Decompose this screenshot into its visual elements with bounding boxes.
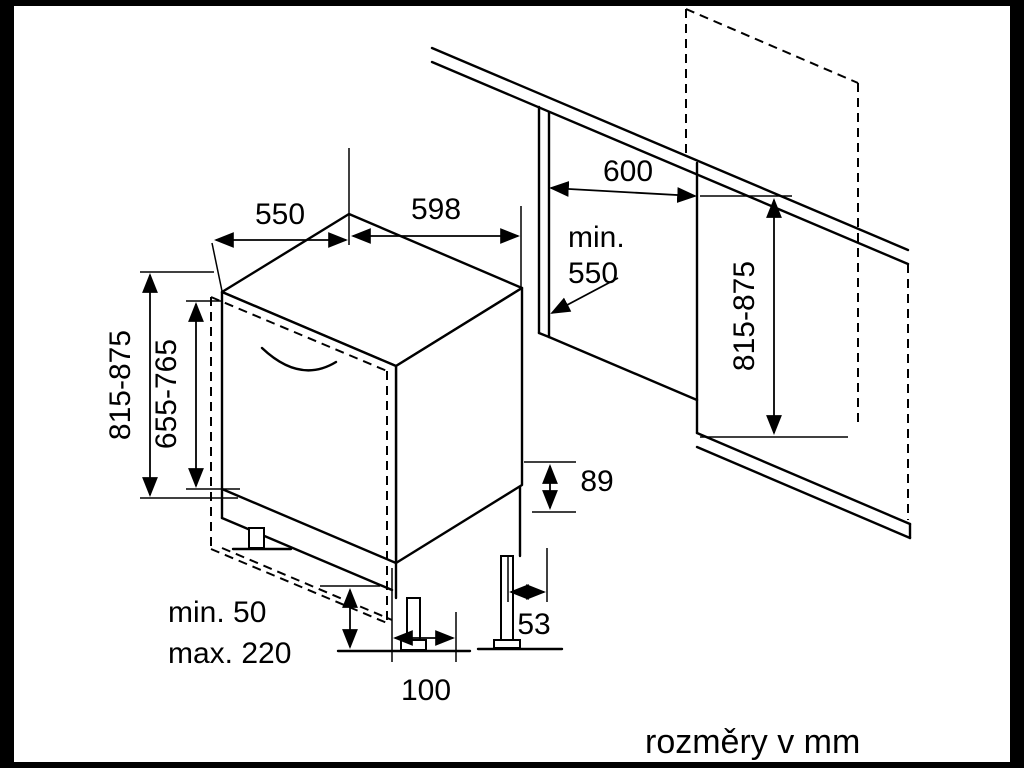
dim-label-100: 100 (401, 674, 451, 707)
countertop-edge-bottom (430, 60, 910, 266)
dim-label-53: 53 (517, 608, 550, 641)
dim-foot-offset-53: 53 (507, 548, 551, 641)
leader-arrow (550, 277, 619, 314)
dim-feet-range: min. 50 max. 220 (168, 585, 380, 670)
dim-niche-depth-min550: min. 550 (550, 221, 625, 314)
dimension-line (549, 181, 697, 203)
cabinet-hidden-edge (685, 8, 859, 84)
floor-edge-front (695, 431, 912, 526)
dim-label-655-765: 655-765 (150, 339, 183, 449)
niche (537, 105, 912, 540)
leveling-foot-rear (500, 555, 514, 641)
dim-label-815-875-left: 815-875 (104, 330, 137, 440)
units-note: rozměry v mm (645, 723, 860, 761)
dim-base-depth-100: 100 (391, 568, 457, 707)
door-handle (260, 346, 338, 372)
dim-width-598: 598 (351, 193, 522, 288)
dim-label-598: 598 (411, 193, 461, 226)
door-panel-top (210, 296, 388, 372)
dim-label-max-220: max. 220 (168, 637, 291, 670)
dim-label-89: 89 (580, 465, 613, 498)
door-panel-dashed (210, 296, 388, 624)
plinth-adjust-dashed (221, 547, 393, 621)
dim-label-815-875-right: 815-875 (728, 261, 761, 371)
door-panel-bottom (210, 548, 388, 624)
niche-floor (547, 335, 699, 402)
surrounding-cabinet-dashed (685, 8, 909, 520)
dim-height-total-right: 815-875 (700, 195, 848, 438)
leveling-foot-front-right (406, 597, 421, 641)
dim-label-600: 600 (603, 155, 653, 188)
foot-plate-front-right (400, 639, 427, 651)
dim-label-min-550: 550 (568, 257, 618, 290)
dim-label-550: 550 (255, 198, 305, 231)
leveling-foot-front-left (248, 527, 265, 549)
countertop-edge-top (430, 46, 910, 252)
dim-height-total-left: 815-875 (104, 271, 238, 499)
floor-edge-back (695, 445, 912, 540)
countertop (430, 46, 910, 266)
foot-plate-rear (493, 639, 521, 649)
dim-label-min: min. (568, 221, 625, 254)
dishwasher-unit (220, 212, 564, 653)
dim-label-min-50: min. 50 (168, 596, 266, 629)
dim-base-height-89: 89 (524, 461, 614, 513)
dim-depth-550: 550 (211, 148, 350, 292)
extension-line (211, 242, 223, 292)
dim-niche-width-600: 600 (549, 155, 697, 203)
dim-door-height: 655-765 (150, 300, 240, 490)
niche-wall-base (537, 331, 551, 339)
